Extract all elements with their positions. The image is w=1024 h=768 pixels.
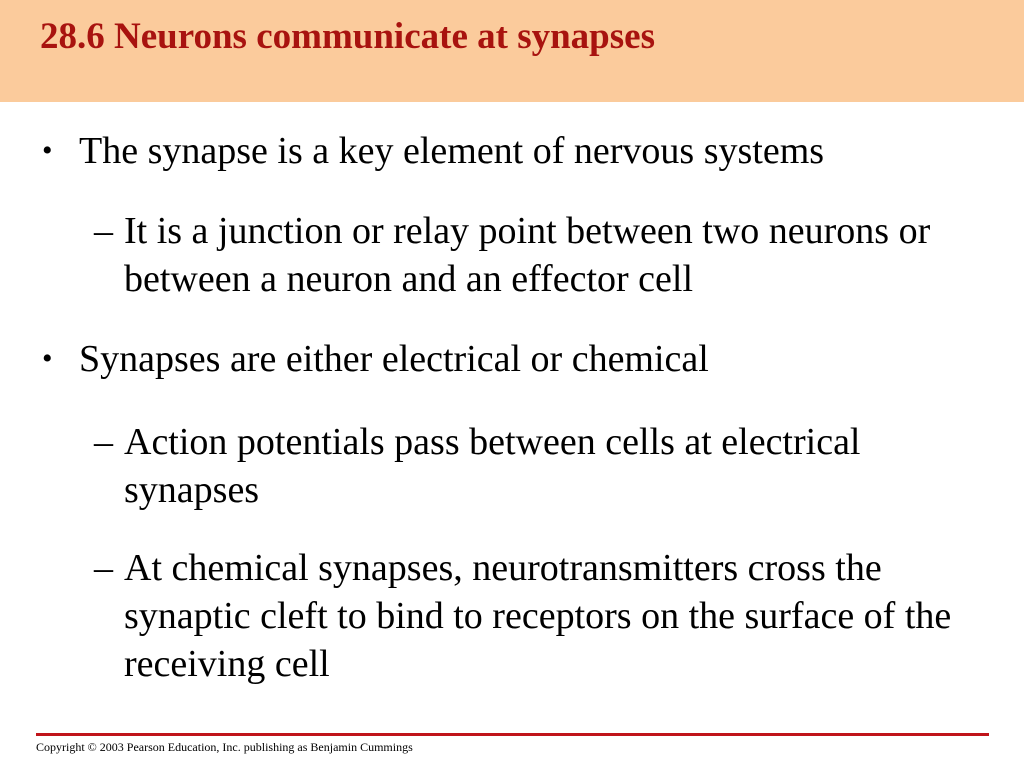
bullet-marker: • [42,342,53,375]
bullet-text: The synapse is a key element of nervous … [79,130,825,172]
subbullet-item: – Action potentials pass between cells a… [94,418,1004,514]
dash-marker: – [94,421,113,463]
bullet-text: Synapses are either electrical or chemic… [79,338,709,380]
bullet-marker: • [42,134,53,167]
dash-marker: – [94,210,113,252]
slide-title: 28.6 Neurons communicate at synapses [40,16,655,57]
footer-rule [36,733,989,736]
subbullet-text: It is a junction or relay point between … [124,210,931,300]
subbullet-item: – It is a junction or relay point betwee… [94,207,1004,303]
copyright-footer: Copyright © 2003 Pearson Education, Inc.… [36,740,413,754]
bullet-item: • The synapse is a key element of nervou… [42,127,1002,175]
dash-marker: – [94,547,113,589]
bullet-item: • Synapses are either electrical or chem… [42,335,1002,383]
subbullet-text: Action potentials pass between cells at … [124,421,861,511]
title-banner: 28.6 Neurons communicate at synapses [0,0,1024,102]
subbullet-item: – At chemical synapses, neurotransmitter… [94,544,1004,688]
subbullet-text: At chemical synapses, neurotransmitters … [124,547,952,685]
